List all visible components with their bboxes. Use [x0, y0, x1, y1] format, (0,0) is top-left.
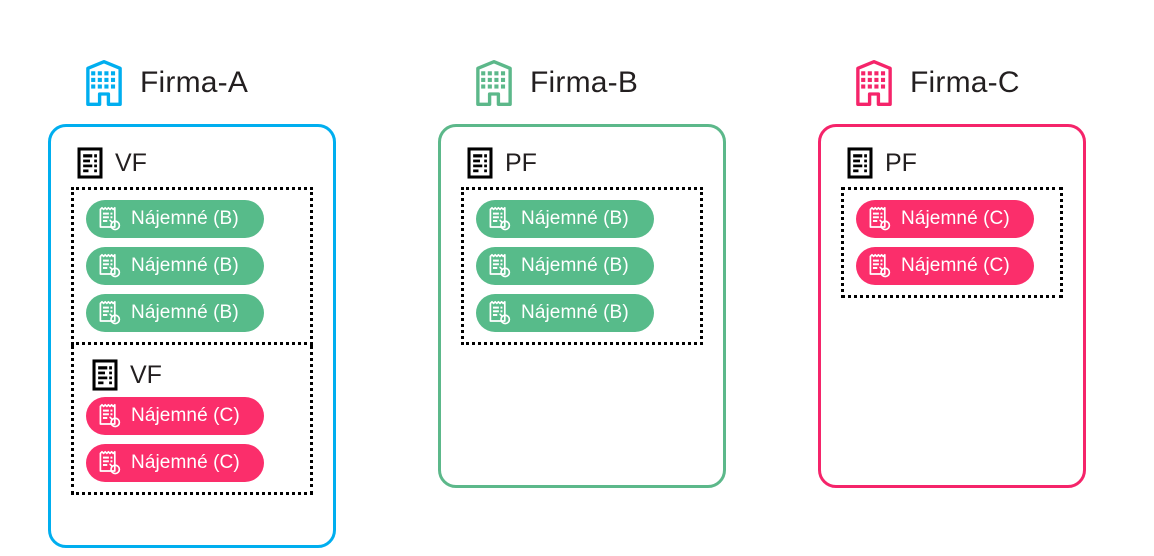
- list-item[interactable]: Nájemné (C): [856, 247, 1034, 285]
- invoice-search-icon: [98, 206, 122, 232]
- section-header-pf: PF: [841, 143, 1063, 183]
- list-item-label: Nájemné (B): [131, 208, 239, 229]
- invoice-search-icon: [98, 403, 122, 429]
- list-item-label: Nájemné (C): [901, 208, 1010, 229]
- invoice-search-icon: [98, 300, 122, 326]
- company-title: Firma-B: [530, 66, 639, 99]
- list-item-label: Nájemné (B): [521, 302, 629, 323]
- invoice-search-icon: [868, 206, 892, 232]
- section-header-vf-2: VF: [86, 355, 298, 395]
- building-icon: [82, 59, 126, 107]
- company-card-firma-b: PF Nájemné (B) Nájemné (B) Nájemné (B): [438, 124, 726, 488]
- section-label: PF: [505, 148, 537, 177]
- building-icon: [472, 59, 516, 107]
- section-header-pf: PF: [461, 143, 703, 183]
- company-card-firma-a: VF Nájemné (B) Nájemné (B) Nájemné (B): [48, 124, 336, 548]
- list-item[interactable]: Nájemné (C): [856, 200, 1034, 238]
- list-item-label: Nájemné (B): [521, 208, 629, 229]
- list-item-label: Nájemné (B): [131, 255, 239, 276]
- document-icon: [467, 147, 493, 179]
- list-item-label: Nájemné (B): [131, 302, 239, 323]
- document-group-vf-1: Nájemné (B) Nájemné (B) Nájemné (B): [71, 187, 313, 345]
- list-item-label: Nájemné (C): [131, 452, 240, 473]
- list-item[interactable]: Nájemné (C): [86, 444, 264, 482]
- invoice-search-icon: [488, 300, 512, 326]
- company-column-firma-c: Firma-C PF Nájemné (C) Nájemné (C): [818, 52, 1086, 488]
- document-group-pf: Nájemné (B) Nájemné (B) Nájemné (B): [461, 187, 703, 345]
- building-icon: [852, 59, 896, 107]
- list-item-label: Nájemné (B): [521, 255, 629, 276]
- document-group-vf-2: VF Nájemné (C) Nájemné (C): [71, 345, 313, 495]
- company-header-firma-b: Firma-B: [438, 52, 726, 114]
- company-title: Firma-A: [140, 66, 249, 99]
- document-icon: [92, 359, 118, 391]
- list-item[interactable]: Nájemné (B): [476, 200, 654, 238]
- company-header-firma-a: Firma-A: [48, 52, 336, 114]
- company-header-firma-c: Firma-C: [818, 52, 1086, 114]
- section-label: VF: [115, 148, 147, 177]
- list-item[interactable]: Nájemné (B): [476, 247, 654, 285]
- list-item-label: Nájemné (C): [901, 255, 1010, 276]
- company-title: Firma-C: [910, 66, 1020, 99]
- section-label: PF: [885, 148, 917, 177]
- list-item[interactable]: Nájemné (B): [86, 294, 264, 332]
- section-header-vf-1: VF: [71, 143, 313, 183]
- invoice-search-icon: [488, 253, 512, 279]
- document-icon: [77, 147, 103, 179]
- invoice-search-icon: [98, 253, 122, 279]
- document-group-pf: Nájemné (C) Nájemné (C): [841, 187, 1063, 298]
- list-item[interactable]: Nájemné (B): [86, 200, 264, 238]
- company-card-firma-c: PF Nájemné (C) Nájemné (C): [818, 124, 1086, 488]
- list-item[interactable]: Nájemné (C): [86, 397, 264, 435]
- document-icon: [847, 147, 873, 179]
- list-item-label: Nájemné (C): [131, 405, 240, 426]
- invoice-search-icon: [868, 253, 892, 279]
- list-item[interactable]: Nájemné (B): [86, 247, 264, 285]
- invoice-search-icon: [488, 206, 512, 232]
- section-label: VF: [130, 360, 162, 389]
- list-item[interactable]: Nájemné (B): [476, 294, 654, 332]
- company-column-firma-b: Firma-B PF Nájemné (B) Nájemné (B) Nájem…: [438, 52, 726, 488]
- invoice-search-icon: [98, 450, 122, 476]
- company-column-firma-a: Firma-A VF Nájemné (B) Nájemné (B): [48, 52, 336, 548]
